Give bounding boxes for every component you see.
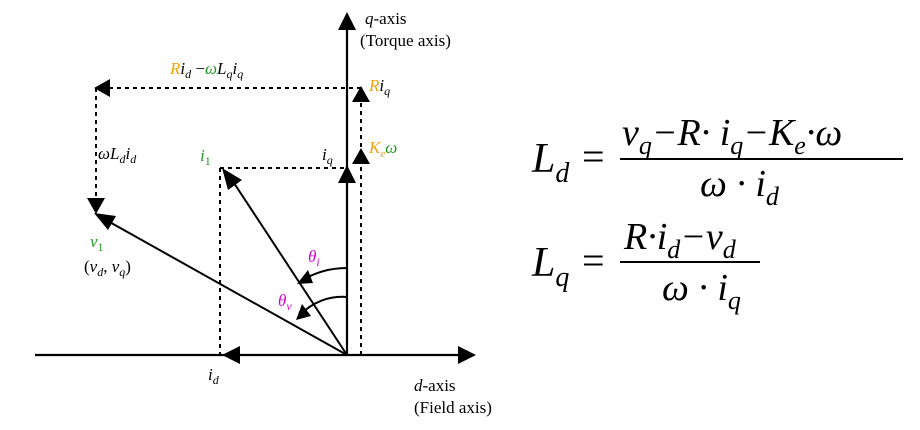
formula-Lq: Lq = R·id−vd ω · iq [531,216,760,315]
top-drop-arrowhead [94,79,110,97]
i1-arrowhead [222,168,242,190]
formula-subscript: q [639,131,652,160]
formula-Ld-numerator: vq−R· iq−Ke·ω [622,112,842,160]
d-axis-label: d-axis [414,376,456,395]
formula-term: i [710,112,730,154]
formula-subscript: q [728,286,741,315]
formula-Lq-numerator: R·id−vd [623,216,737,264]
v1-components-label: (vd, vq) [84,257,131,279]
formula-term: R·i [623,216,667,258]
left-drop-arrowhead [87,198,105,214]
formula-Ld: Ld = vq−R· iq−Ke·ω ω · id [531,112,903,211]
Riq-arrowhead [352,86,370,102]
Riq-label: Riq [368,76,390,98]
formula-term: v [622,112,639,154]
formula-Ld-denominator: ω · id [700,163,780,211]
v1-vector-line [105,219,348,356]
formula-Lq-equals: = [582,238,605,283]
formula-subscript: d [667,235,681,264]
formula-term: ω [662,267,689,309]
formula-Ld-equals: = [582,134,605,179]
formula-subscript: d [766,182,780,211]
d-axis-arrowhead [458,346,476,364]
i1-label: i1 [200,146,211,168]
formula-Lq-denominator: ω · iq [662,267,741,315]
id-arrowhead [222,346,240,364]
theta-v-arc-arrowhead [296,304,311,320]
theta-i-arc-arrowhead [297,270,313,284]
formula-subscript: q [730,131,743,160]
iq-label: iq [322,145,333,167]
iq-arrowhead [338,165,356,183]
formula-term: · i [727,163,766,205]
Keomega-arrowhead [352,148,370,164]
q-axis-arrowhead [338,12,356,30]
Keomega-label: Keω [368,138,397,160]
formula-term: −K [743,112,796,154]
formula-Lq-lhs: Lq [531,240,569,293]
v1-arrowhead [94,213,116,230]
q-axis-note: (Torque axis) [360,31,451,50]
formula-subscript: d [723,235,737,264]
formula-term: · i [689,267,728,309]
formula-term: −v [680,216,723,258]
formula-Ld-lhs: Ld [531,136,570,189]
theta-i-label: θi [308,247,320,269]
formula-subscript: e [794,131,806,160]
d-axis-note: (Field axis) [414,398,492,417]
q-axis-label: q-axis [365,9,407,28]
formula-term: ·ω [806,112,842,154]
top-drop-label: Rid −ωLqiq [169,59,243,81]
i1-vector-line [231,179,348,356]
v1-label: v1 [90,232,104,254]
formula-term: ω [700,163,727,205]
formula-term: −R· [652,112,710,154]
left-drop-label: ωLdid [98,144,137,166]
id-label: id [208,365,220,387]
theta-v-label: θv [278,291,292,313]
